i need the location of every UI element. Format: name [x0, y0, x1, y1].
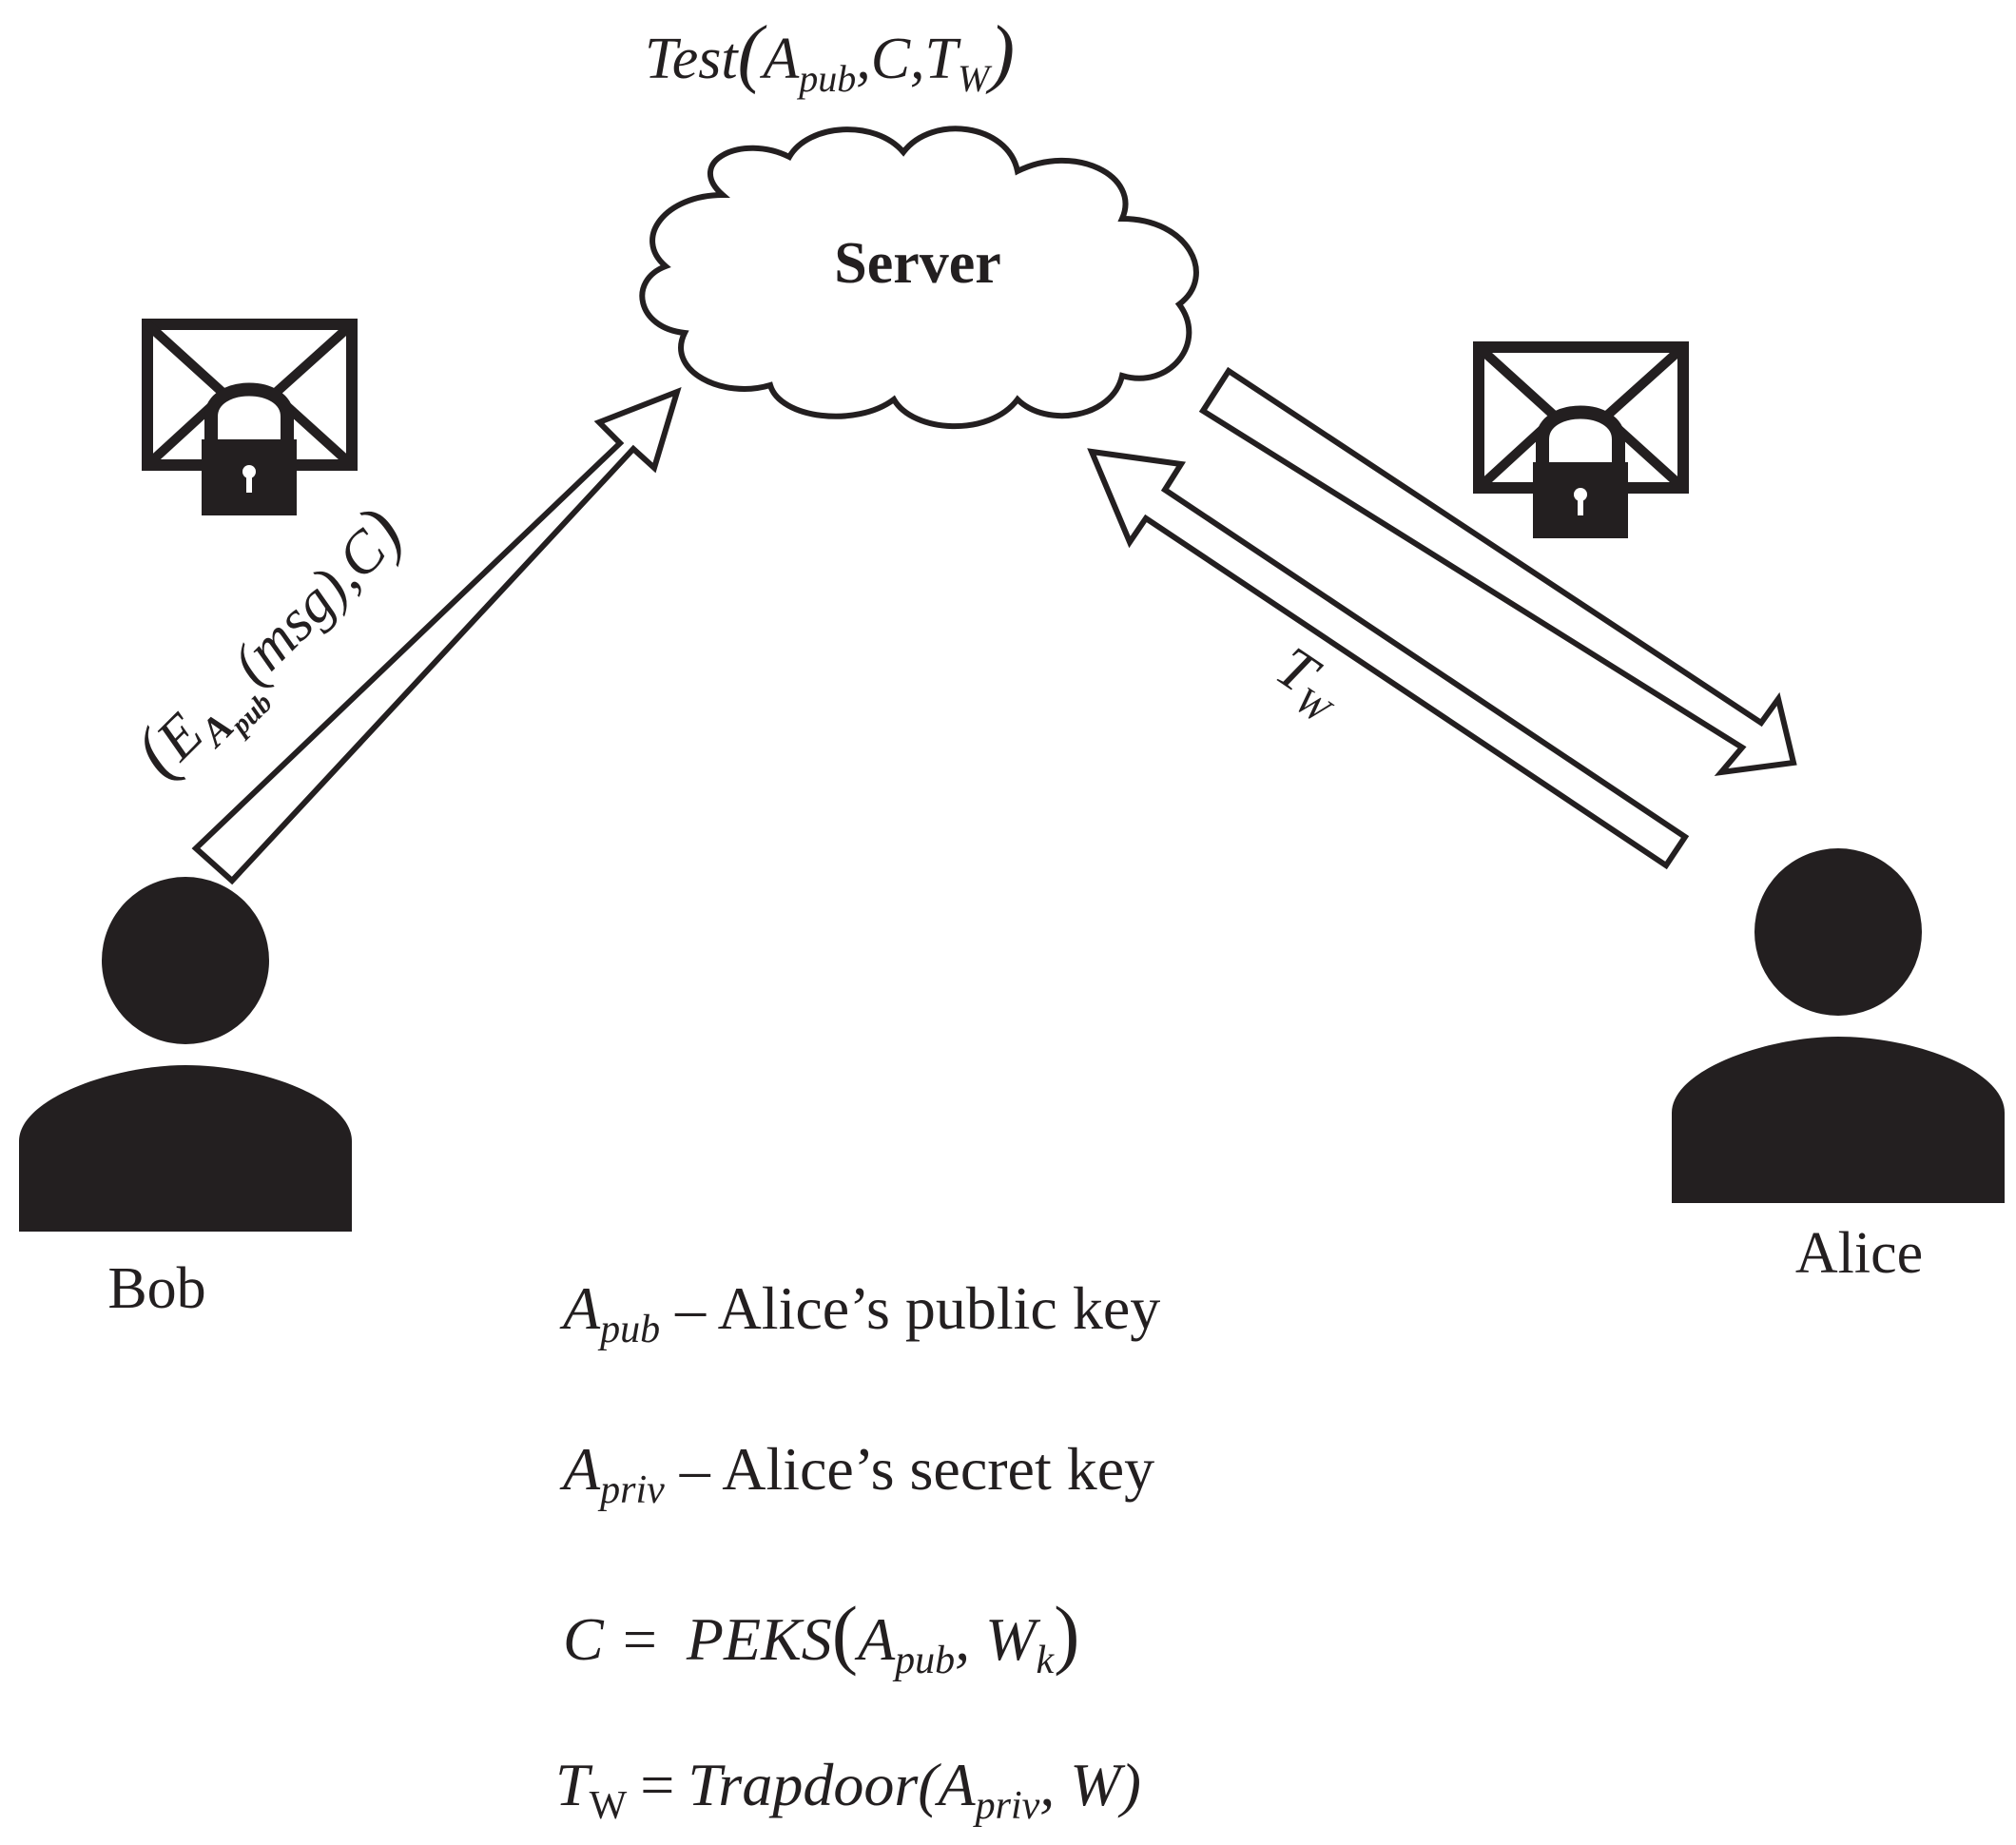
envelope-lock-icon-right [1473, 341, 1689, 538]
bob-person-icon [19, 877, 352, 1232]
alice-person-icon [1672, 848, 2005, 1203]
envelope-lock-icon [142, 319, 358, 515]
legend-tw-definition: TW=Trapdoor(Apriv, W) [555, 1751, 1141, 1828]
cloud-icon [639, 126, 1199, 430]
legend-apriv: Apriv– Alice’s secret key [559, 1435, 1154, 1512]
server-label: Server [834, 231, 1001, 296]
arrow-server-to-alice [1198, 366, 1797, 776]
bob-arrow-label: (EApub(msg),C) [119, 492, 429, 802]
arrow-bob-to-server [191, 386, 682, 885]
bob-label: Bob [107, 1256, 205, 1321]
legend-apub: Apub– Alice’s public key [559, 1274, 1160, 1351]
svg-text:(EApub(msg),C): (EApub(msg),C) [119, 492, 429, 802]
arrow-alice-to-server [1087, 448, 1690, 870]
alice-label: Alice [1795, 1221, 1923, 1286]
test-function-label: Test(Apub,C,TW) [645, 11, 1015, 100]
legend-c-definition: C =PEKS(Apub, Wk) [563, 1590, 1079, 1682]
